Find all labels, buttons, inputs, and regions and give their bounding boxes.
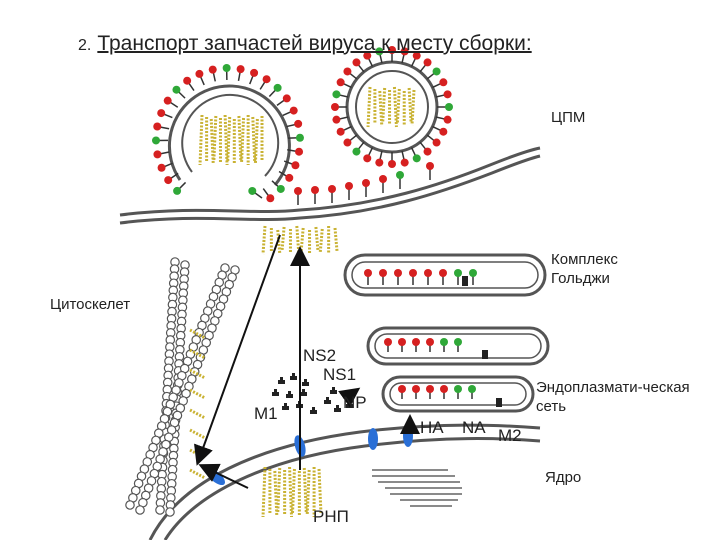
label-cytoskeleton: Цитоскелет [50, 296, 131, 313]
endoplasmic-reticulum [366, 326, 550, 413]
label-m1: M1 [254, 404, 278, 423]
label-er-line2: сеть [536, 398, 567, 415]
rnp-cluster [261, 466, 323, 518]
label-golgi-line1: Комплекс [551, 251, 618, 268]
page-title: 2. Транспорт запчастей вируса к месту сбо… [78, 32, 532, 56]
label-golgi-line2: Гольджи [551, 270, 610, 287]
label-ns1: NS1 [323, 365, 357, 384]
plasma-membrane [119, 146, 541, 225]
label-np: NP [343, 393, 367, 412]
title-text: Транспорт запчастей вируса к месту сборк… [97, 32, 532, 55]
title-number: 2. [78, 37, 92, 54]
transport-arrows [194, 234, 420, 489]
membrane-glycoproteins [248, 162, 434, 205]
label-m2: M2 [498, 426, 522, 445]
label-nucleus: Ядро [545, 469, 582, 486]
label-rnp: РНП [313, 507, 349, 526]
released-virion [331, 46, 453, 168]
label-na: NA [462, 418, 486, 437]
label-ha: HA [420, 418, 444, 437]
golgi-complex [343, 253, 547, 297]
label-er-line1: Эндоплазмати-ческая [536, 379, 690, 396]
label-ns2: NS2 [303, 346, 337, 365]
budding-virion [152, 64, 304, 203]
label-cpm: ЦПМ [551, 109, 586, 126]
cytoskeleton-filaments [125, 257, 240, 517]
